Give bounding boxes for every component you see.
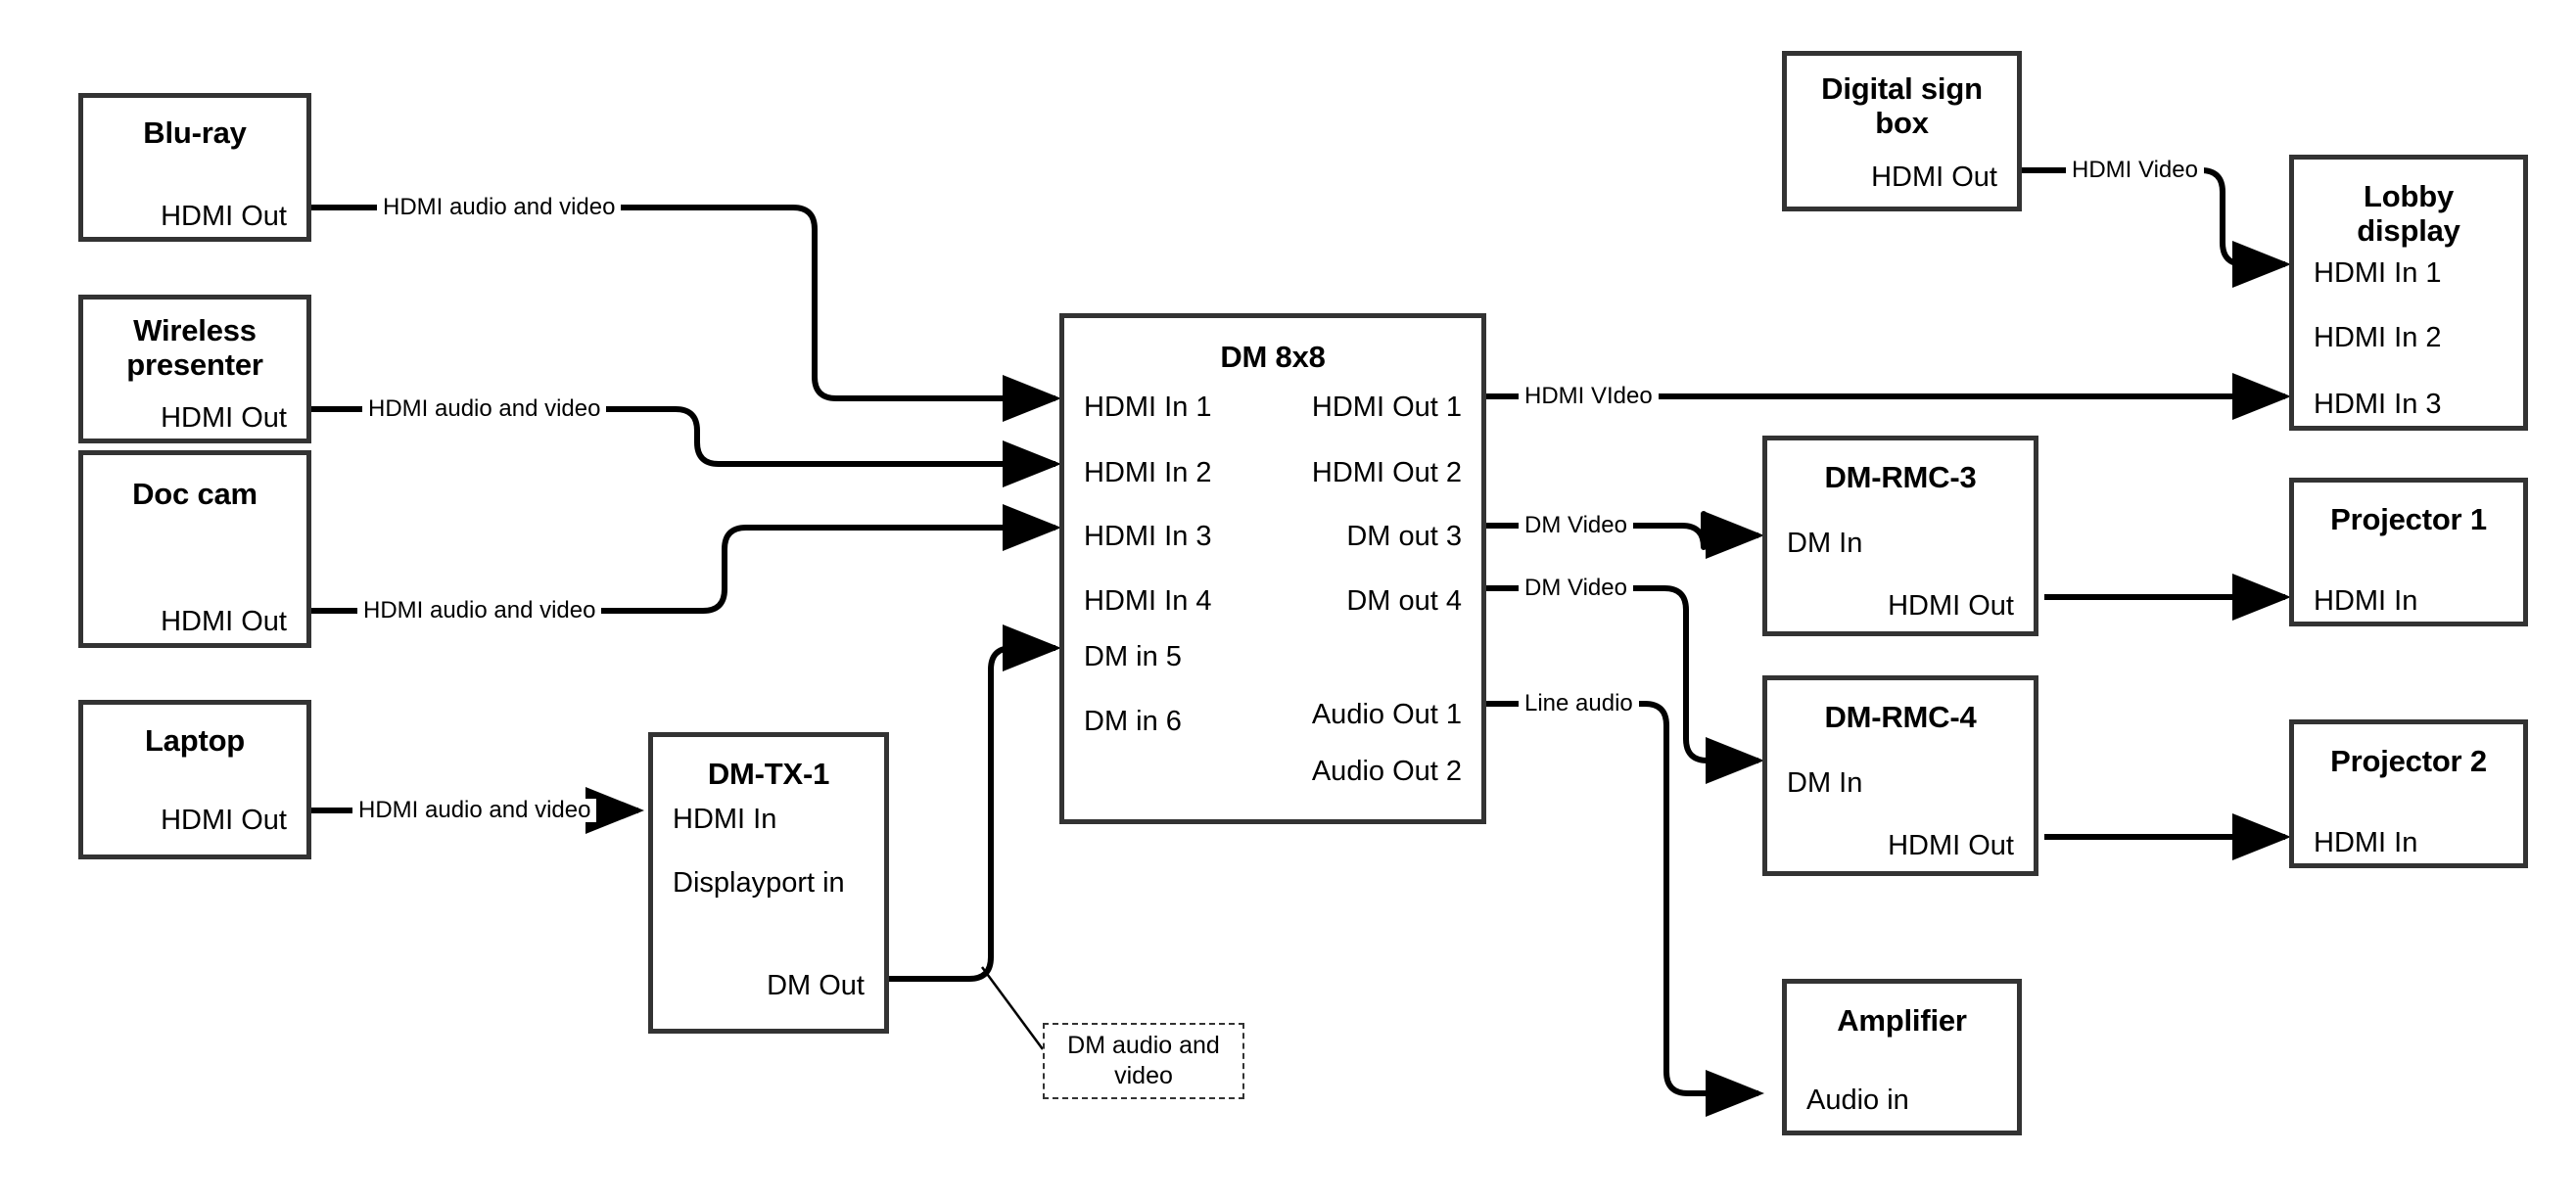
node-digital-sign-box-port-hdmi-out[interactable]: HDMI Out (1871, 162, 1997, 193)
node-amplifier-port-audio-in[interactable]: Audio in (1806, 1085, 1909, 1116)
node-projector-2-port-hdmi-in[interactable]: HDMI In (2314, 827, 2418, 858)
node-bluray-title: Blu-ray (143, 115, 247, 150)
node-laptop-title: Laptop (144, 723, 246, 758)
edge-label-sign-to-lobby: HDMI Video (2066, 159, 2204, 182)
wire-wireless-to-dm-hdmi-in-2 (311, 406, 1061, 487)
node-dm-rmc-3-title: DM-RMC-3 (1824, 460, 1977, 494)
wire-doccam-to-dm-hdmi-in-3 (311, 504, 1061, 614)
node-wireless-presenter-title-line1: Wireless (133, 313, 257, 347)
note-dm-audio-and-video: DM audio and video (1043, 1023, 1244, 1099)
node-wireless-presenter[interactable]: Wireless presenter HDMI Out (78, 295, 311, 443)
wire-bluray-to-dm-hdmi-in-1 (311, 205, 1061, 422)
node-dm-8x8-input-dm-in-5[interactable]: DM in 5 (1084, 641, 1182, 672)
node-dm-8x8-output-audio-out-2[interactable]: Audio Out 2 (1311, 756, 1462, 787)
wire-digitalsign-to-lobby-hdmi-in-1 (2022, 167, 2291, 288)
node-dm-8x8-output-audio-out-1[interactable]: Audio Out 1 (1311, 699, 1462, 730)
wire-dm-audioout1-to-amplifier (1486, 701, 1764, 1117)
edge-label-dm-hdmiout1: HDMI VIdeo (1519, 385, 1659, 408)
node-wireless-presenter-title-line2: presenter (126, 347, 263, 382)
node-dm-tx-1-port-displayport-in[interactable]: Displayport in (673, 867, 845, 899)
node-dm-8x8-title: DM 8x8 (1220, 340, 1326, 374)
wire-dm-dmout4-to-dmrmc4 (1486, 585, 1764, 784)
node-lobby-display[interactable]: Lobby display HDMI In 1 HDMI In 2 HDMI I… (2289, 155, 2528, 431)
node-dm-8x8-input-hdmi-in-2[interactable]: HDMI In 2 (1084, 457, 1212, 488)
edge-label-doccam-to-dm: HDMI audio and video (357, 599, 602, 623)
node-dm-rmc-3-port-hdmi-out[interactable]: HDMI Out (1888, 590, 2014, 622)
node-lobby-display-input-hdmi-in-1[interactable]: HDMI In 1 (2314, 257, 2442, 289)
node-projector-1-port-hdmi-in[interactable]: HDMI In (2314, 585, 2418, 617)
edge-label-wireless-to-dm: HDMI audio and video (362, 397, 607, 421)
node-laptop-port-hdmi-out[interactable]: HDMI Out (161, 805, 287, 836)
node-dm-8x8-input-hdmi-in-1[interactable]: HDMI In 1 (1084, 392, 1212, 423)
node-dm-tx-1-title: DM-TX-1 (707, 757, 830, 791)
node-bluray-port-hdmi-out[interactable]: HDMI Out (161, 201, 287, 232)
node-dm-tx-1-port-hdmi-in[interactable]: HDMI In (673, 804, 777, 835)
edge-label-dm-dmout3: DM Video (1519, 514, 1633, 537)
node-dm-rmc-4-port-hdmi-out[interactable]: HDMI Out (1888, 830, 2014, 861)
node-wireless-presenter-port-hdmi-out[interactable]: HDMI Out (161, 402, 287, 434)
node-dm-tx-1-port-dm-out[interactable]: DM Out (767, 970, 865, 1001)
edge-label-dm-audioout1: Line audio (1519, 692, 1639, 716)
node-dm-rmc-4[interactable]: DM-RMC-4 DM In HDMI Out (1762, 675, 2038, 876)
node-dm-rmc-4-title: DM-RMC-4 (1824, 700, 1977, 734)
wire-dm-dmout3-to-dmrmc3 (1486, 511, 1764, 559)
node-projector-1[interactable]: Projector 1 HDMI In (2289, 478, 2528, 626)
node-dm-8x8-input-hdmi-in-3[interactable]: HDMI In 3 (1084, 521, 1212, 552)
node-dm-8x8-output-dm-out-3[interactable]: DM out 3 (1346, 521, 1462, 552)
node-lobby-display-input-hdmi-in-2[interactable]: HDMI In 2 (2314, 322, 2442, 353)
node-dm-rmc-3[interactable]: DM-RMC-3 DM In HDMI Out (1762, 436, 2038, 636)
node-digital-sign-box[interactable]: Digital sign box HDMI Out (1782, 51, 2022, 211)
node-lobby-display-title-line1: Lobby (2364, 179, 2454, 213)
node-amplifier-title: Amplifier (1837, 1003, 1967, 1038)
node-lobby-display-input-hdmi-in-3[interactable]: HDMI In 3 (2314, 389, 2442, 420)
node-projector-1-title: Projector 1 (2330, 502, 2487, 536)
node-digital-sign-box-title-line1: Digital sign (1821, 71, 1983, 106)
node-dm-rmc-3-port-dm-in[interactable]: DM In (1787, 528, 1863, 559)
node-dm-8x8-output-dm-out-4[interactable]: DM out 4 (1346, 585, 1462, 617)
wire-dmtx1-to-dm-in-5 (889, 624, 1061, 982)
node-doc-cam-title: Doc cam (132, 477, 258, 511)
node-laptop[interactable]: Laptop HDMI Out (78, 700, 311, 859)
node-dm-tx-1[interactable]: DM-TX-1 HDMI In Displayport in DM Out (648, 732, 889, 1034)
node-dm-8x8-output-hdmi-out-2[interactable]: HDMI Out 2 (1311, 457, 1462, 488)
leader-line-dm-audio-video-note (980, 966, 1045, 1050)
node-dm-8x8-input-dm-in-6[interactable]: DM in 6 (1084, 706, 1182, 737)
node-bluray[interactable]: Blu-ray HDMI Out (78, 93, 311, 242)
edge-label-laptop-to-tx: HDMI audio and video (352, 799, 597, 822)
node-digital-sign-box-title-line2: box (1875, 106, 1929, 140)
edge-label-dm-dmout4: DM Video (1519, 577, 1633, 600)
edge-label-bluray-to-dm: HDMI audio and video (377, 196, 622, 219)
node-dm-rmc-4-port-dm-in[interactable]: DM In (1787, 767, 1863, 799)
node-amplifier[interactable]: Amplifier Audio in (1782, 979, 2022, 1135)
node-dm-8x8-input-hdmi-in-4[interactable]: HDMI In 4 (1084, 585, 1212, 617)
node-lobby-display-title-line2: display (2357, 213, 2460, 248)
node-dm-8x8-output-hdmi-out-1[interactable]: HDMI Out 1 (1311, 392, 1462, 423)
node-doc-cam[interactable]: Doc cam HDMI Out (78, 450, 311, 648)
node-doc-cam-port-hdmi-out[interactable]: HDMI Out (161, 606, 287, 637)
node-projector-2[interactable]: Projector 2 HDMI In (2289, 719, 2528, 868)
node-projector-2-title: Projector 2 (2330, 744, 2487, 778)
node-dm-8x8[interactable]: DM 8x8 HDMI In 1 HDMI In 2 HDMI In 3 HDM… (1059, 313, 1486, 824)
